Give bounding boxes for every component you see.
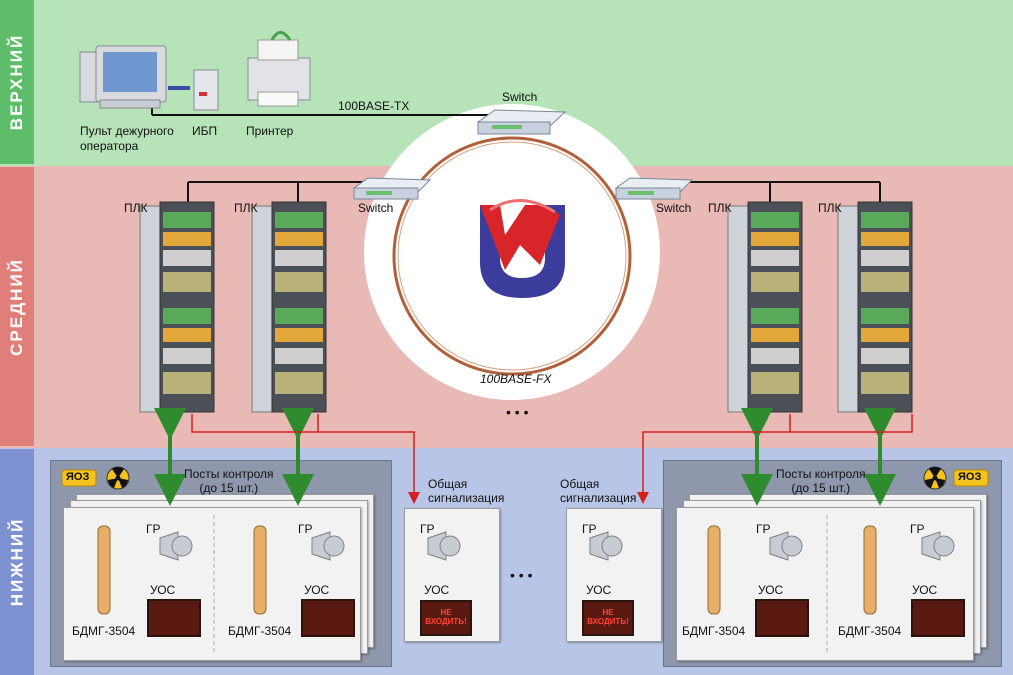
- uos-label-5: УОС: [758, 583, 784, 597]
- middle-ellipsis: • • •: [506, 404, 529, 420]
- siren-icon: [159, 531, 955, 561]
- tier-label-lower: НИЖНИЙ: [0, 449, 34, 675]
- green-arrows: [154, 408, 896, 506]
- plc-rack-4: [837, 201, 913, 413]
- plc-rack-1: [139, 201, 215, 413]
- plc-label-3: ПЛК: [708, 201, 732, 215]
- ring-label: 100BASE-FX: [480, 372, 552, 386]
- yoz-badge-right: ЯОЗ: [958, 471, 982, 483]
- printer-icon: [247, 31, 311, 107]
- gr-label-6: ГР: [910, 522, 925, 536]
- uos-label-1: УОС: [150, 583, 176, 597]
- link-label-tx: 100BASE-TX: [338, 99, 410, 113]
- plc-rack-2: [251, 201, 327, 413]
- computer-icon: [79, 45, 167, 109]
- gr-label-2: ГР: [298, 522, 313, 536]
- posts-label-right: Посты контроля(до 15 шт.): [776, 467, 866, 495]
- plc-label-2: ПЛК: [234, 201, 258, 215]
- bdmg-label-1: БДМГ-3504: [72, 624, 136, 638]
- ups-label: ИБП: [192, 124, 218, 138]
- posts-label-left: Посты контроля(до 15 шт.): [184, 467, 274, 495]
- bdmg-label-3: БДМГ-3504: [682, 624, 746, 638]
- detector-icon: [97, 525, 877, 615]
- printer-label: Принтер: [246, 124, 294, 138]
- uos-label-6: УОС: [912, 583, 938, 597]
- switch-top-icon: [476, 109, 567, 135]
- plc-label-1: ПЛК: [124, 201, 148, 215]
- gr-label-4: ГР: [582, 522, 597, 536]
- yoz-badge-left: ЯОЗ: [66, 471, 90, 483]
- switch-left-label: Switch: [358, 201, 394, 215]
- plc-label-4: ПЛК: [818, 201, 842, 215]
- uos-label-3: УОС: [424, 583, 450, 597]
- tier-label-middle: СРЕДНИЙ: [0, 167, 34, 446]
- uos-label-2: УОС: [304, 583, 330, 597]
- logo-icon: [480, 199, 565, 298]
- gr-label-3: ГР: [420, 522, 435, 536]
- uos-label-4: УОС: [586, 583, 612, 597]
- switch-left-icon: [352, 177, 432, 200]
- tier-label-upper: ВЕРХНИЙ: [0, 0, 34, 164]
- gr-label-1: ГР: [146, 522, 161, 536]
- ups-icon: [193, 69, 219, 111]
- lower-ellipsis: • • •: [510, 567, 533, 583]
- gr-label-5: ГР: [756, 522, 771, 536]
- led-board-icon: [147, 599, 965, 637]
- radiation-icon: [106, 466, 947, 490]
- switch-right-label: Switch: [656, 201, 692, 215]
- switch-top-label: Switch: [502, 90, 538, 104]
- fiber-ring: [392, 136, 632, 376]
- bdmg-label-4: БДМГ-3504: [838, 624, 902, 638]
- plc-rack-3: [727, 201, 803, 413]
- bdmg-label-2: БДМГ-3504: [228, 624, 292, 638]
- switch-right-icon: [614, 177, 694, 200]
- red-signal-lines: [191, 414, 913, 504]
